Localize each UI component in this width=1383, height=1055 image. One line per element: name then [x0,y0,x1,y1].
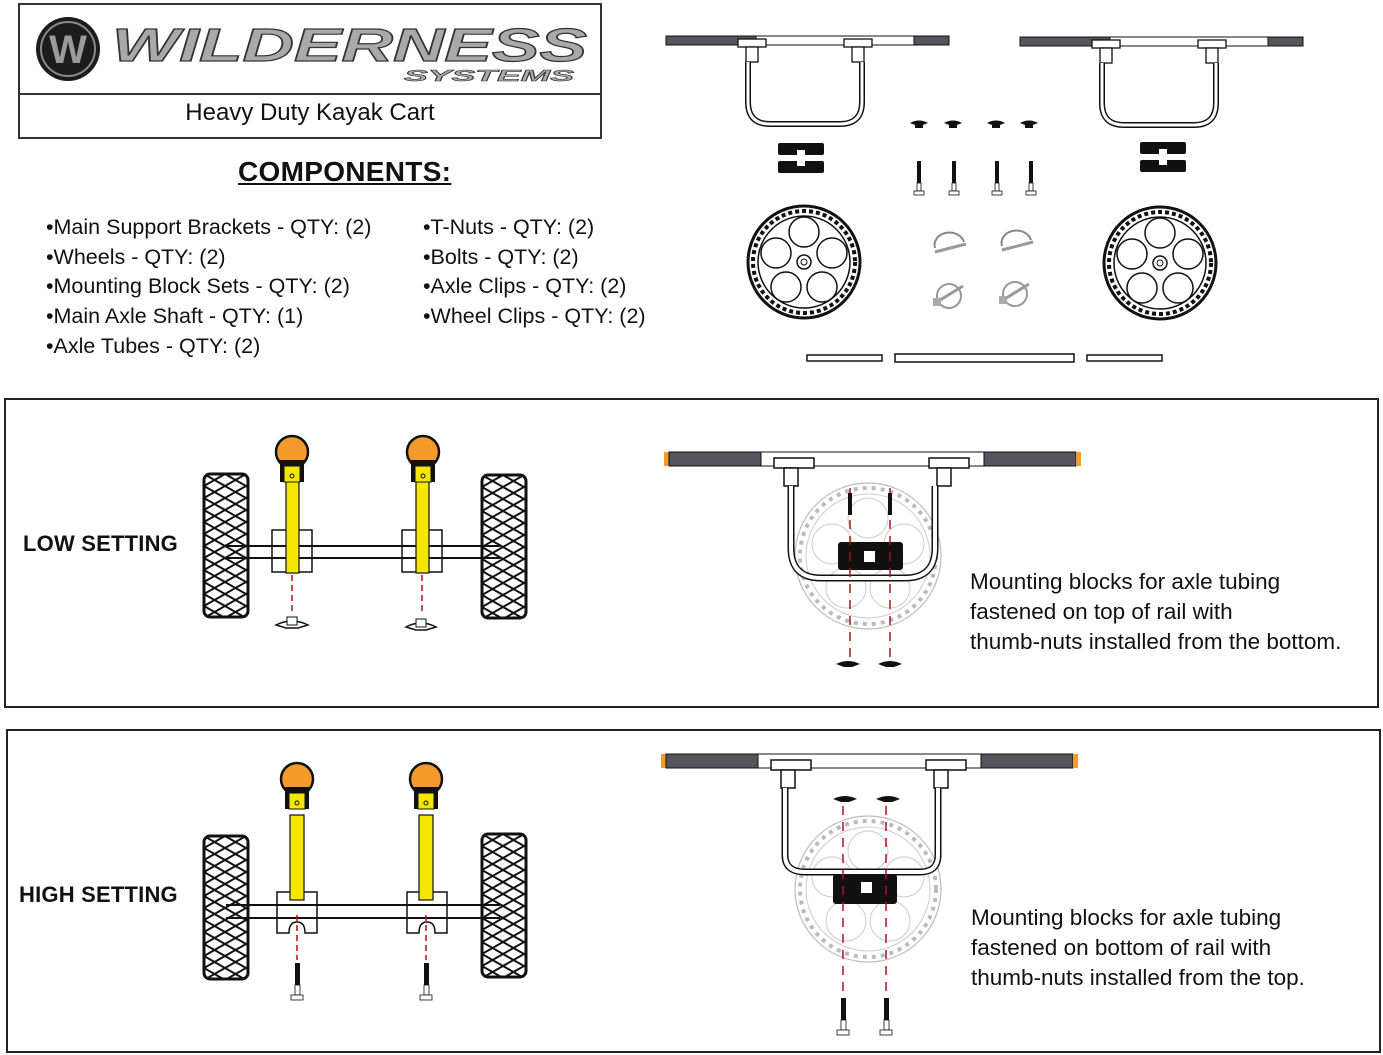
component-item: •Bolts - QTY: (2) [423,244,579,269]
axle-mount-block [276,891,318,934]
axle-tube [806,354,883,362]
main-axle-shaft [894,353,1075,363]
high-setting-label: HIGH SETTING [19,882,178,907]
t-nut [878,661,902,667]
components-list-left: •Main Support Brackets - QTY: (2) •Wheel… [46,213,371,362]
bolt [424,963,429,985]
parts-illustration [0,0,1383,363]
low-setting-panel [4,398,1379,708]
low-front-view [202,434,528,631]
knob [408,761,444,811]
description-line: Mounting blocks for axle tubing [971,905,1282,930]
knob [279,761,315,811]
description-line: Mounting blocks for axle tubing [970,569,1281,594]
components-list-right: •T-Nuts - QTY: (2) •Bolts - QTY: (2) •Ax… [423,213,646,332]
component-item: •Wheel Clips - QTY: (2) [423,304,646,329]
header-box: W WILDERNESS SYSTEMS Heavy Duty Kayak Ca… [18,3,602,139]
component-item: •Mounting Block Sets - QTY: (2) [46,274,350,299]
low-setting-description: Mounting blocks for axle tubing fastened… [970,567,1341,657]
component-item: •Axle Clips - QTY: (2) [423,274,627,299]
component-item: •Main Axle Shaft - QTY: (1) [46,304,304,329]
header-divider [20,93,600,95]
logo-badge-letter: W [49,28,87,72]
logo-subword: SYSTEMS [404,68,575,85]
components-title: COMPONENTS: [238,156,452,187]
t-nut [836,661,860,667]
high-front-view [202,761,528,1001]
description-line: fastened on bottom of rail with [971,935,1272,960]
logo-badge [36,17,100,81]
component-item: •Axle Tubes - QTY: (2) [46,333,261,358]
bolt [884,998,889,1020]
description-line: thumb-nuts installed from the bottom. [970,629,1342,654]
yellow-axle-tube [415,477,430,574]
description-line: fastened on top of rail with [970,599,1233,624]
yellow-axle-tube [289,814,305,901]
component-item: •T-Nuts - QTY: (2) [423,215,595,239]
product-title: Heavy Duty Kayak Cart [185,99,435,126]
description-line: thumb-nuts installed from the top. [971,965,1305,990]
t-nut [876,796,900,802]
yellow-axle-tube [418,814,434,901]
low-setting-label: LOW SETTING [23,531,178,556]
knob [405,434,441,484]
tire [202,834,250,981]
axle-mount-block [406,891,448,934]
rail [660,753,1079,789]
t-nut [833,796,857,802]
component-item: •Main Support Brackets - QTY: (2) [46,215,372,239]
wilderness-logo: W WILDERNESS SYSTEMS [36,17,588,85]
low-side-view [663,451,1082,667]
axle-tube [1086,354,1163,362]
tire [480,473,528,620]
bolt [295,963,300,985]
high-side-view [660,753,1079,1036]
logo-wordmark: WILDERNESS [112,19,587,71]
high-setting-panel [6,729,1381,1053]
knob [274,434,310,484]
rail [663,451,1082,487]
bolt [841,998,846,1020]
tire [480,832,528,979]
component-item: •Wheels - QTY: (2) [46,244,226,269]
yellow-axle-tube [285,477,300,574]
tire [202,472,250,619]
high-setting-description: Mounting blocks for axle tubing fastened… [971,903,1305,993]
